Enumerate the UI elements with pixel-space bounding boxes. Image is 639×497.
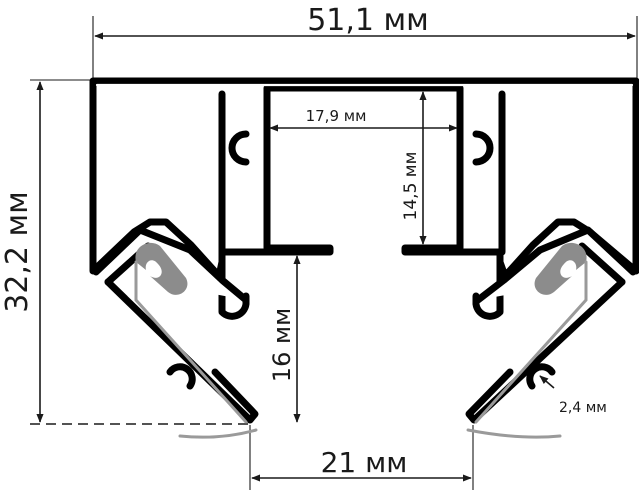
extension-lines — [30, 16, 638, 490]
aluminium-profile — [89, 77, 639, 424]
diffuser-gaskets — [134, 242, 588, 439]
channel-width-label: 17,9 мм — [306, 107, 367, 125]
overall-width-label: 51,1 мм — [307, 3, 429, 38]
groove-diameter-label: 2,4 мм — [559, 400, 607, 416]
channel-depth-label: 14,5 мм — [401, 152, 421, 221]
dimension-lines — [36, 32, 636, 482]
lower-depth-label: 16 мм — [268, 308, 296, 382]
opening-width-label: 21 мм — [321, 446, 408, 479]
overall-height-label: 32,2 мм — [0, 191, 35, 313]
